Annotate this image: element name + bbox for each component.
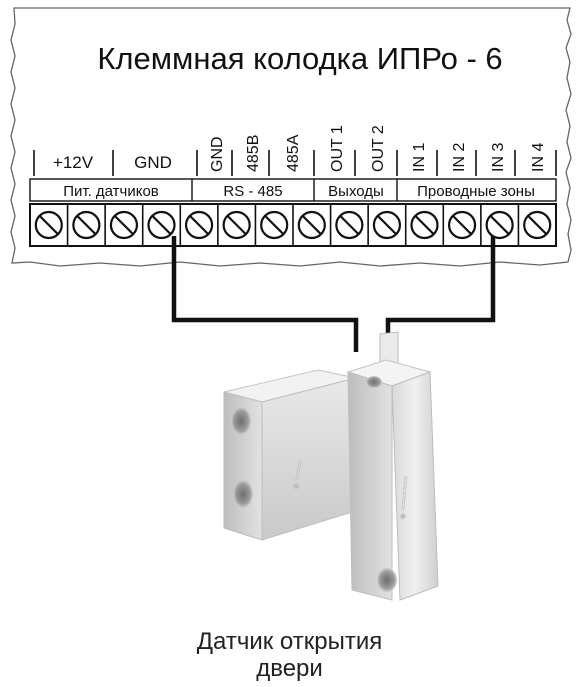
- group-separators: [191, 179, 398, 201]
- magnet-mount-hole-bottom: [233, 480, 253, 508]
- pin-label-12v: +12V: [53, 153, 94, 172]
- screw-slot: [377, 215, 397, 235]
- group-label-outputs: Выходы: [328, 183, 384, 200]
- screw-slot: [414, 215, 435, 235]
- group-label-rs485: RS - 485: [223, 183, 282, 200]
- screw-slot: [76, 215, 97, 235]
- screw-slot: [264, 215, 284, 235]
- wire-gnd: [171, 236, 359, 352]
- screw-slot: [302, 215, 322, 235]
- group-row-frame: [29, 178, 557, 202]
- pin-label-485b: 485B: [245, 135, 262, 172]
- pin-label-485a: 485A: [285, 134, 302, 172]
- pin-label-out1: OUT 1: [329, 125, 346, 172]
- magnet-mount-hole-top: [231, 407, 251, 435]
- pin-label-in3: IN 3: [490, 143, 507, 172]
- screw-slot: [114, 215, 134, 235]
- screw-slot: [339, 215, 360, 235]
- board-title: Клеммная колодка ИПРо - 6: [97, 41, 502, 76]
- sensor-caption-line2: двери: [256, 655, 323, 682]
- pin-label-in1: IN 1: [411, 143, 428, 172]
- reed-mount-hole-top: [366, 376, 382, 388]
- screw-slot: [189, 215, 209, 235]
- screw-slot: [527, 215, 547, 235]
- sensor-caption-line1: Датчик открытия: [196, 628, 383, 655]
- group-label-wired-zones: Проводные зоны: [417, 183, 535, 200]
- screw-slot: [151, 215, 172, 235]
- group-label-power: Пит. датчиков: [63, 183, 159, 200]
- pin-label-gnd: GND: [134, 153, 172, 172]
- screw-slot: [452, 215, 472, 235]
- pin-label-in4: IN 4: [530, 143, 547, 172]
- screw-slot: [39, 215, 59, 235]
- magnet-part: ◈ ≈≈≈≈: [223, 369, 357, 541]
- reed-switch-part: ◈ ≈≈≈≈≈≈≈: [346, 331, 439, 601]
- reed-embossed-mark: ◈ ≈≈≈≈≈≈≈: [397, 475, 411, 520]
- pin-label-in2: IN 2: [451, 143, 468, 172]
- reed-mount-hole-bottom: [377, 568, 397, 592]
- screw-slot: [489, 215, 510, 235]
- screw-slot: [226, 215, 247, 235]
- pin-label-gnd-rs: GND: [209, 136, 226, 172]
- pin-label-out2: OUT 2: [370, 125, 387, 172]
- pin-label-separators: [33, 150, 557, 176]
- terminal-screws: [34, 204, 552, 246]
